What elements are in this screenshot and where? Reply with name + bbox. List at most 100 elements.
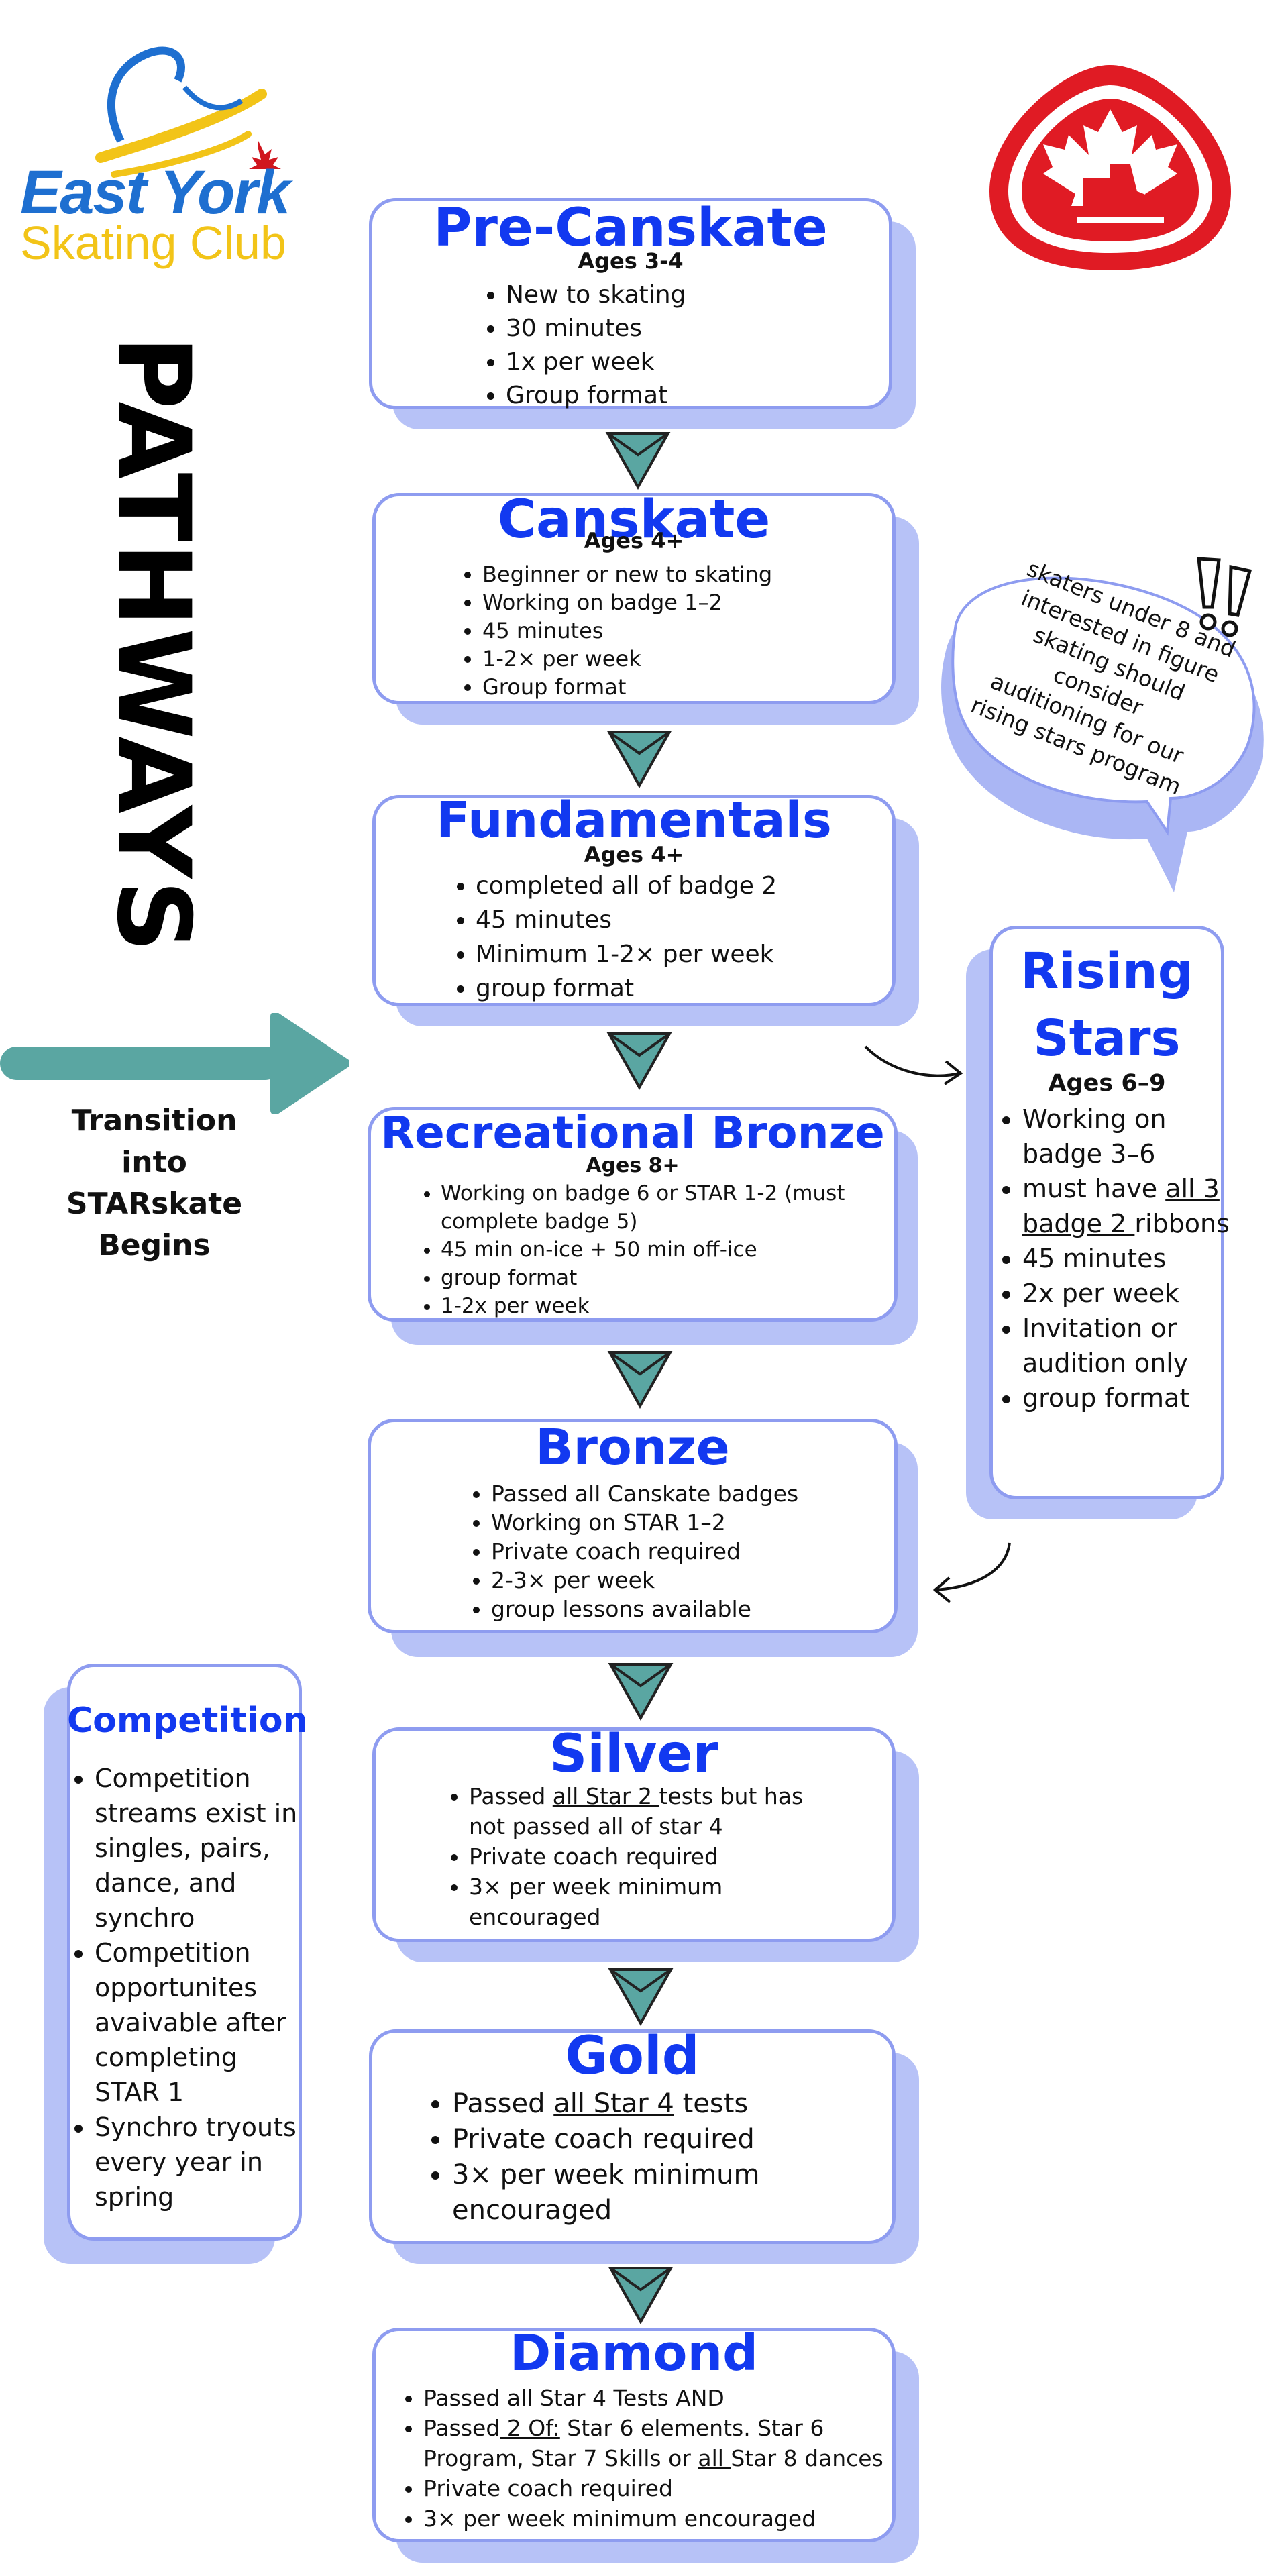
list-item: Private coach required (491, 1537, 798, 1566)
curved-arrow-to-rising-icon (864, 1045, 963, 1085)
card-title-line1: Rising (1020, 943, 1193, 1000)
list-item: 45 minutes (1022, 1241, 1237, 1276)
list-item: Beginner or new to skating (482, 560, 772, 588)
list-item: Group format (482, 673, 772, 701)
list-item: Minimum 1-2× per week (476, 937, 777, 971)
transition-line3: STARskate (66, 1187, 243, 1221)
list-item: 3× per week minimum encouraged (469, 1872, 818, 1932)
card-canskate: Canskate Ages 4+ Beginner or new to skat… (372, 490, 922, 728)
logo-line1: East York (20, 158, 290, 227)
card-title: Silver (549, 1724, 718, 1784)
rising-stars-callout: skaters under 8 and interested in figure… (932, 550, 1281, 899)
curved-arrow-from-rising-icon (932, 1542, 1011, 1603)
list-item: 3× per week minimum encouraged (452, 2157, 828, 2229)
list-item: 2-3× per week (491, 1566, 798, 1595)
logo-line2: Skating Club (20, 217, 286, 269)
club-logo: East York Skating Club (20, 40, 329, 275)
list-item: Passed all Star 4 Tests AND (423, 2383, 906, 2413)
card-ages: Ages 3-4 (578, 248, 684, 274)
card-list: Passed all Star 4 tests Private coach re… (423, 2086, 828, 2229)
list-item: Invitation or audition only (1022, 1311, 1237, 1381)
card-list: Working on badge 6 or STAR 1-2 (must com… (411, 1179, 870, 1320)
list-item: Working on badge 3–6 (1022, 1102, 1237, 1171)
text-part: ribbons (1134, 1209, 1230, 1238)
down-arrow-icon (608, 1968, 674, 2026)
down-arrow-icon (608, 2267, 674, 2324)
list-item: group format (441, 1264, 870, 1292)
down-arrow-icon (608, 1663, 674, 1721)
text-part: tests but has not passed all of star 4 (469, 1783, 804, 1839)
transition-arrow-icon (0, 1013, 349, 1114)
underlined-text: 2 Of: (500, 2415, 560, 2441)
text-part: Star 8 dances (731, 2445, 883, 2471)
card-title: Gold (565, 2026, 700, 2086)
list-item: 1x per week (506, 345, 686, 379)
card-list: Competition streams exist in singles, pa… (65, 1761, 309, 2214)
list-item: 2x per week (1022, 1276, 1237, 1311)
text-part: Passed (423, 2415, 500, 2441)
list-item: New to skating (506, 278, 686, 312)
list-item: Synchro tryouts every year in spring (95, 2110, 309, 2214)
speech-bubble-icon (941, 576, 1264, 892)
list-item: Competition opportunites avaivable after… (95, 1935, 309, 2110)
text-part: Passed (469, 1783, 553, 1809)
card-ages: Ages 6–9 (1048, 1070, 1166, 1097)
transition-line1: Transition (71, 1104, 237, 1138)
card-title: Competition (67, 1701, 308, 1741)
card-title: Bronze (535, 1419, 730, 1477)
card-gold: Gold Passed all Star 4 tests Private coa… (369, 2026, 922, 2267)
card-title: Fundamentals (436, 792, 832, 849)
card-diamond: Diamond Passed all Star 4 Tests AND Pass… (372, 2324, 922, 2566)
down-arrow-icon (606, 1032, 672, 1090)
underlined-text: all Star 4 (553, 2088, 674, 2119)
card-competition: Competition Competition streams exist in… (44, 1664, 312, 2267)
card-list: Passed all Star 4 Tests AND Passed 2 Of:… (394, 2383, 906, 2534)
card-rising-stars: Rising Stars Ages 6–9 Working on badge 3… (966, 926, 1234, 1523)
transition-label: Transition into STARskate Begins (64, 1100, 245, 1267)
list-item: 1-2x per week (441, 1292, 870, 1320)
list-item: 3× per week minimum encouraged (423, 2504, 906, 2534)
text-part: must have (1022, 1174, 1166, 1203)
list-item: Private coach required (469, 1841, 818, 1872)
skate-canada-logo (983, 57, 1238, 278)
list-item: Working on badge 6 or STAR 1-2 (must com… (441, 1179, 870, 1236)
list-item: group format (476, 971, 777, 1006)
card-list: Beginner or new to skating Working on ba… (453, 560, 772, 701)
list-item: Passed all Star 2 tests but has not pass… (469, 1781, 818, 1841)
card-title: Recreational Bronze (380, 1107, 885, 1159)
list-item: completed all of badge 2 (476, 869, 777, 903)
list-item: 30 minutes (506, 312, 686, 345)
list-item: Private coach required (452, 2122, 828, 2157)
card-list: Passed all Canskate badges Working on ST… (462, 1479, 798, 1623)
card-list: Passed all Star 2 tests but has not pass… (439, 1781, 818, 1932)
underlined-text: all (698, 2445, 731, 2471)
transition-line4: Begins (98, 1228, 211, 1263)
text-part: Star 6 elements. Star 6 Program, Star 7 … (423, 2415, 824, 2471)
down-arrow-icon (605, 432, 671, 490)
pathways-title: PATHWAYS (95, 335, 211, 954)
list-item: 45 min on-ice + 50 min off-ice (441, 1236, 870, 1264)
underlined-text: all 3 badge 2 (1022, 1174, 1220, 1238)
card-ages: Ages 8+ (586, 1154, 680, 1177)
skate-canada-icon (989, 65, 1231, 270)
list-item: 45 minutes (476, 903, 777, 937)
card-list: New to skating 30 minutes 1x per week Gr… (476, 278, 686, 413)
card-recreational-bronze: Recreational Bronze Ages 8+ Working on b… (368, 1107, 924, 1348)
skater-swoosh-icon (95, 46, 281, 178)
underlined-text: all Star 2 (552, 1783, 659, 1809)
card-list: Working on badge 3–6 must have all 3 bad… (993, 1102, 1237, 1415)
card-fundamentals: Fundamentals Ages 4+ completed all of ba… (372, 792, 922, 1030)
card-title-line2: Stars (1033, 1010, 1181, 1067)
card-bronze: Bronze Passed all Canskate badges Workin… (368, 1419, 924, 1660)
card-silver: Silver Passed all Star 2 tests but has n… (372, 1724, 922, 1966)
list-item: Passed 2 Of: Star 6 elements. Star 6 Pro… (423, 2413, 906, 2473)
card-title: Diamond (509, 2324, 759, 2382)
list-item: 1-2× per week (482, 645, 772, 673)
card-ages: Ages 4+ (584, 528, 684, 553)
list-item: Working on badge 1–2 (482, 588, 772, 616)
list-item: group lessons available (491, 1595, 798, 1623)
card-list: completed all of badge 2 45 minutes Mini… (446, 869, 777, 1006)
card-pre-canskate: Pre-Canskate Ages 3-4 New to skating 30 … (369, 198, 919, 433)
list-item: Competition streams exist in singles, pa… (95, 1761, 309, 1935)
transition-line2: into (121, 1145, 187, 1179)
